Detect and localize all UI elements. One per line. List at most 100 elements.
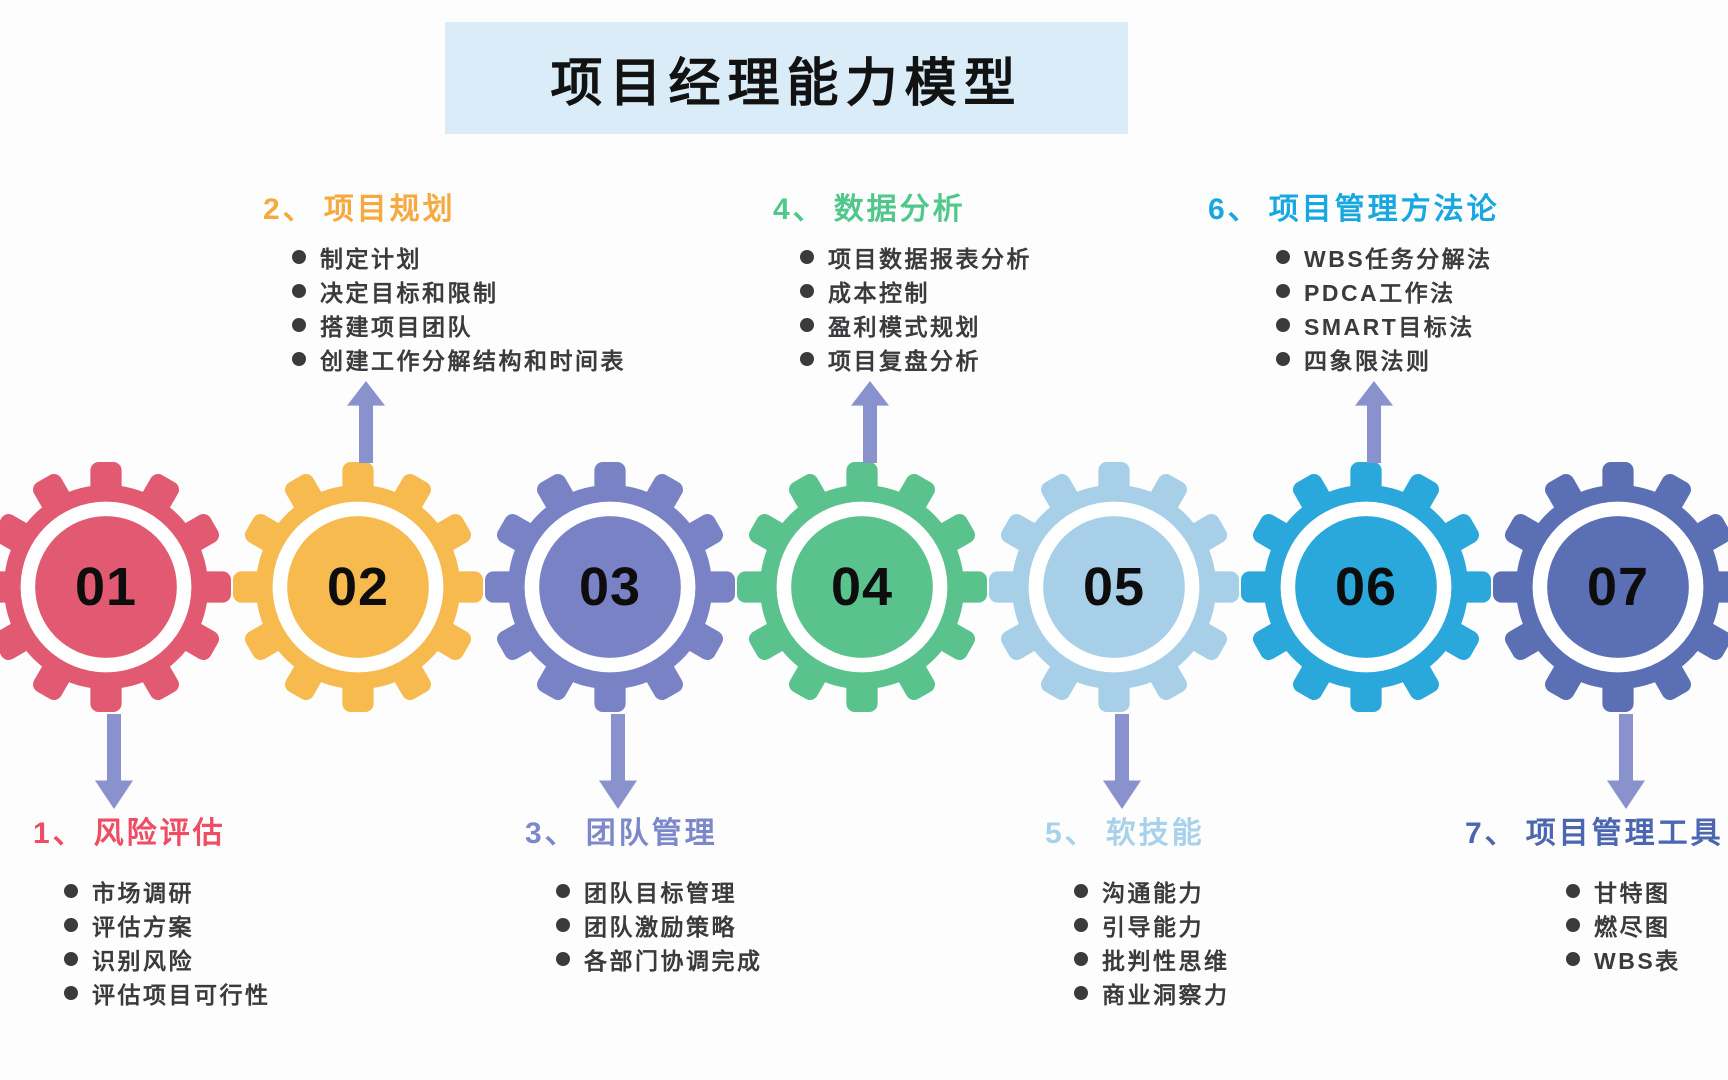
gear-number: 06	[1334, 557, 1398, 617]
gear-number: 03	[578, 557, 642, 617]
title-banner: 项目经理能力模型	[445, 22, 1128, 134]
list-item-label: 评估项目可行性	[92, 982, 271, 1008]
arrow-down-icon	[599, 714, 637, 809]
gear-number: 07	[1586, 557, 1650, 617]
bullet-icon	[64, 884, 78, 898]
bullet-icon	[1276, 284, 1290, 298]
section-title: 项目规划	[323, 193, 456, 226]
section-title: 软技能	[1105, 817, 1205, 850]
section-heading: 1、 风险评估	[33, 808, 226, 852]
section-item-list: 甘特图燃尽图 WBS表	[1566, 874, 1681, 976]
section-title: 数据分析	[833, 193, 966, 226]
list-item: 沟通能力	[1074, 874, 1230, 908]
arrow-up-icon	[1355, 381, 1393, 463]
arrow-down-icon	[1103, 714, 1141, 809]
list-item: 创建工作分解结构和时间表	[292, 342, 626, 376]
list-item-label: 决定目标和限制	[320, 280, 499, 306]
bullet-icon	[556, 952, 570, 966]
section-title: 项目管理工具	[1525, 817, 1724, 850]
gear-05: 05	[989, 462, 1239, 712]
list-item-label: 商业洞察力	[1102, 982, 1230, 1008]
list-item: 四象限法则	[1276, 342, 1493, 376]
page-title: 项目经理能力模型	[550, 54, 1023, 113]
list-item-label: 团队激励策略	[584, 914, 737, 940]
bullet-icon	[1074, 918, 1088, 932]
bullet-icon	[292, 318, 306, 332]
bullet-icon	[800, 352, 814, 366]
list-item: 成本控制	[800, 274, 1032, 308]
list-item: 评估方案	[64, 908, 271, 942]
list-item-label: 评估方案	[92, 914, 194, 940]
section-number: 3、	[525, 817, 578, 850]
bullet-icon	[556, 918, 570, 932]
bullet-icon	[1276, 352, 1290, 366]
bullet-icon	[800, 284, 814, 298]
list-item: 制定计划	[292, 240, 626, 274]
section-heading: 4、 数据分析	[773, 184, 966, 228]
section-number: 4、	[773, 193, 826, 226]
section-item-list: 沟通能力引导能力批判性思维商业洞察力	[1074, 874, 1230, 1010]
list-item: 各部门协调完成	[556, 942, 763, 976]
section-heading: 2、 项目规划	[263, 184, 456, 228]
gear-04: 04	[737, 462, 987, 712]
list-item: 商业洞察力	[1074, 976, 1230, 1010]
list-item-label: 成本控制	[828, 280, 930, 306]
list-item-label: 制定计划	[320, 246, 422, 272]
gear-06: 06	[1241, 462, 1491, 712]
list-item: 评估项目可行性	[64, 976, 271, 1010]
list-item-label: 搭建项目团队	[320, 314, 473, 340]
bullet-icon	[1566, 918, 1580, 932]
arrow-down-icon	[95, 714, 133, 809]
gear-01: 01	[0, 462, 231, 712]
section-number: 7、	[1465, 817, 1518, 850]
gear-number: 02	[326, 557, 390, 617]
section-item-list: 制定计划决定目标和限制搭建项目团队创建工作分解结构和时间表	[292, 240, 626, 376]
list-item: WBS任务分解法	[1276, 240, 1493, 274]
section-item-list: 项目数据报表分析成本控制盈利模式规划项目复盘分析	[800, 240, 1032, 376]
section-number: 6、	[1208, 193, 1261, 226]
list-item-label: 甘特图	[1594, 880, 1671, 906]
list-item-label: 创建工作分解结构和时间表	[320, 348, 626, 374]
section-title: 项目管理方法论	[1268, 193, 1500, 226]
arrow-up-icon	[347, 381, 385, 463]
bullet-icon	[1276, 318, 1290, 332]
bullet-icon	[1074, 952, 1088, 966]
list-item-label: 四象限法则	[1304, 348, 1432, 374]
list-item: 引导能力	[1074, 908, 1230, 942]
list-item: 团队激励策略	[556, 908, 763, 942]
list-item-label: 团队目标管理	[584, 880, 737, 906]
gear-number: 04	[830, 557, 894, 617]
bullet-icon	[1074, 986, 1088, 1000]
bullet-icon	[556, 884, 570, 898]
list-item-label: PDCA工作法	[1304, 280, 1456, 306]
section-item-list: 团队目标管理团队激励策略各部门协调完成	[556, 874, 763, 976]
list-item-label: 市场调研	[92, 880, 194, 906]
list-item: 团队目标管理	[556, 874, 763, 908]
bullet-icon	[800, 250, 814, 264]
section-number: 1、	[33, 817, 86, 850]
section-number: 2、	[263, 193, 316, 226]
list-item: WBS表	[1566, 942, 1681, 976]
list-item: 批判性思维	[1074, 942, 1230, 976]
bullet-icon	[64, 986, 78, 1000]
list-item: 甘特图	[1566, 874, 1681, 908]
section-number: 5、	[1045, 817, 1098, 850]
bullet-icon	[64, 952, 78, 966]
list-item: 市场调研	[64, 874, 271, 908]
arrow-up-icon	[851, 381, 889, 463]
gear-03: 03	[485, 462, 735, 712]
bullet-icon	[292, 352, 306, 366]
arrow-down-icon	[1607, 714, 1645, 809]
list-item-label: WBS任务分解法	[1304, 246, 1493, 272]
bullet-icon	[64, 918, 78, 932]
list-item-label: 沟通能力	[1102, 880, 1204, 906]
list-item: 燃尽图	[1566, 908, 1681, 942]
list-item-label: 引导能力	[1102, 914, 1204, 940]
section-heading: 5、 软技能	[1045, 808, 1205, 852]
list-item-label: WBS表	[1594, 948, 1681, 974]
list-item: 识别风险	[64, 942, 271, 976]
list-item: 项目复盘分析	[800, 342, 1032, 376]
list-item: 盈利模式规划	[800, 308, 1032, 342]
